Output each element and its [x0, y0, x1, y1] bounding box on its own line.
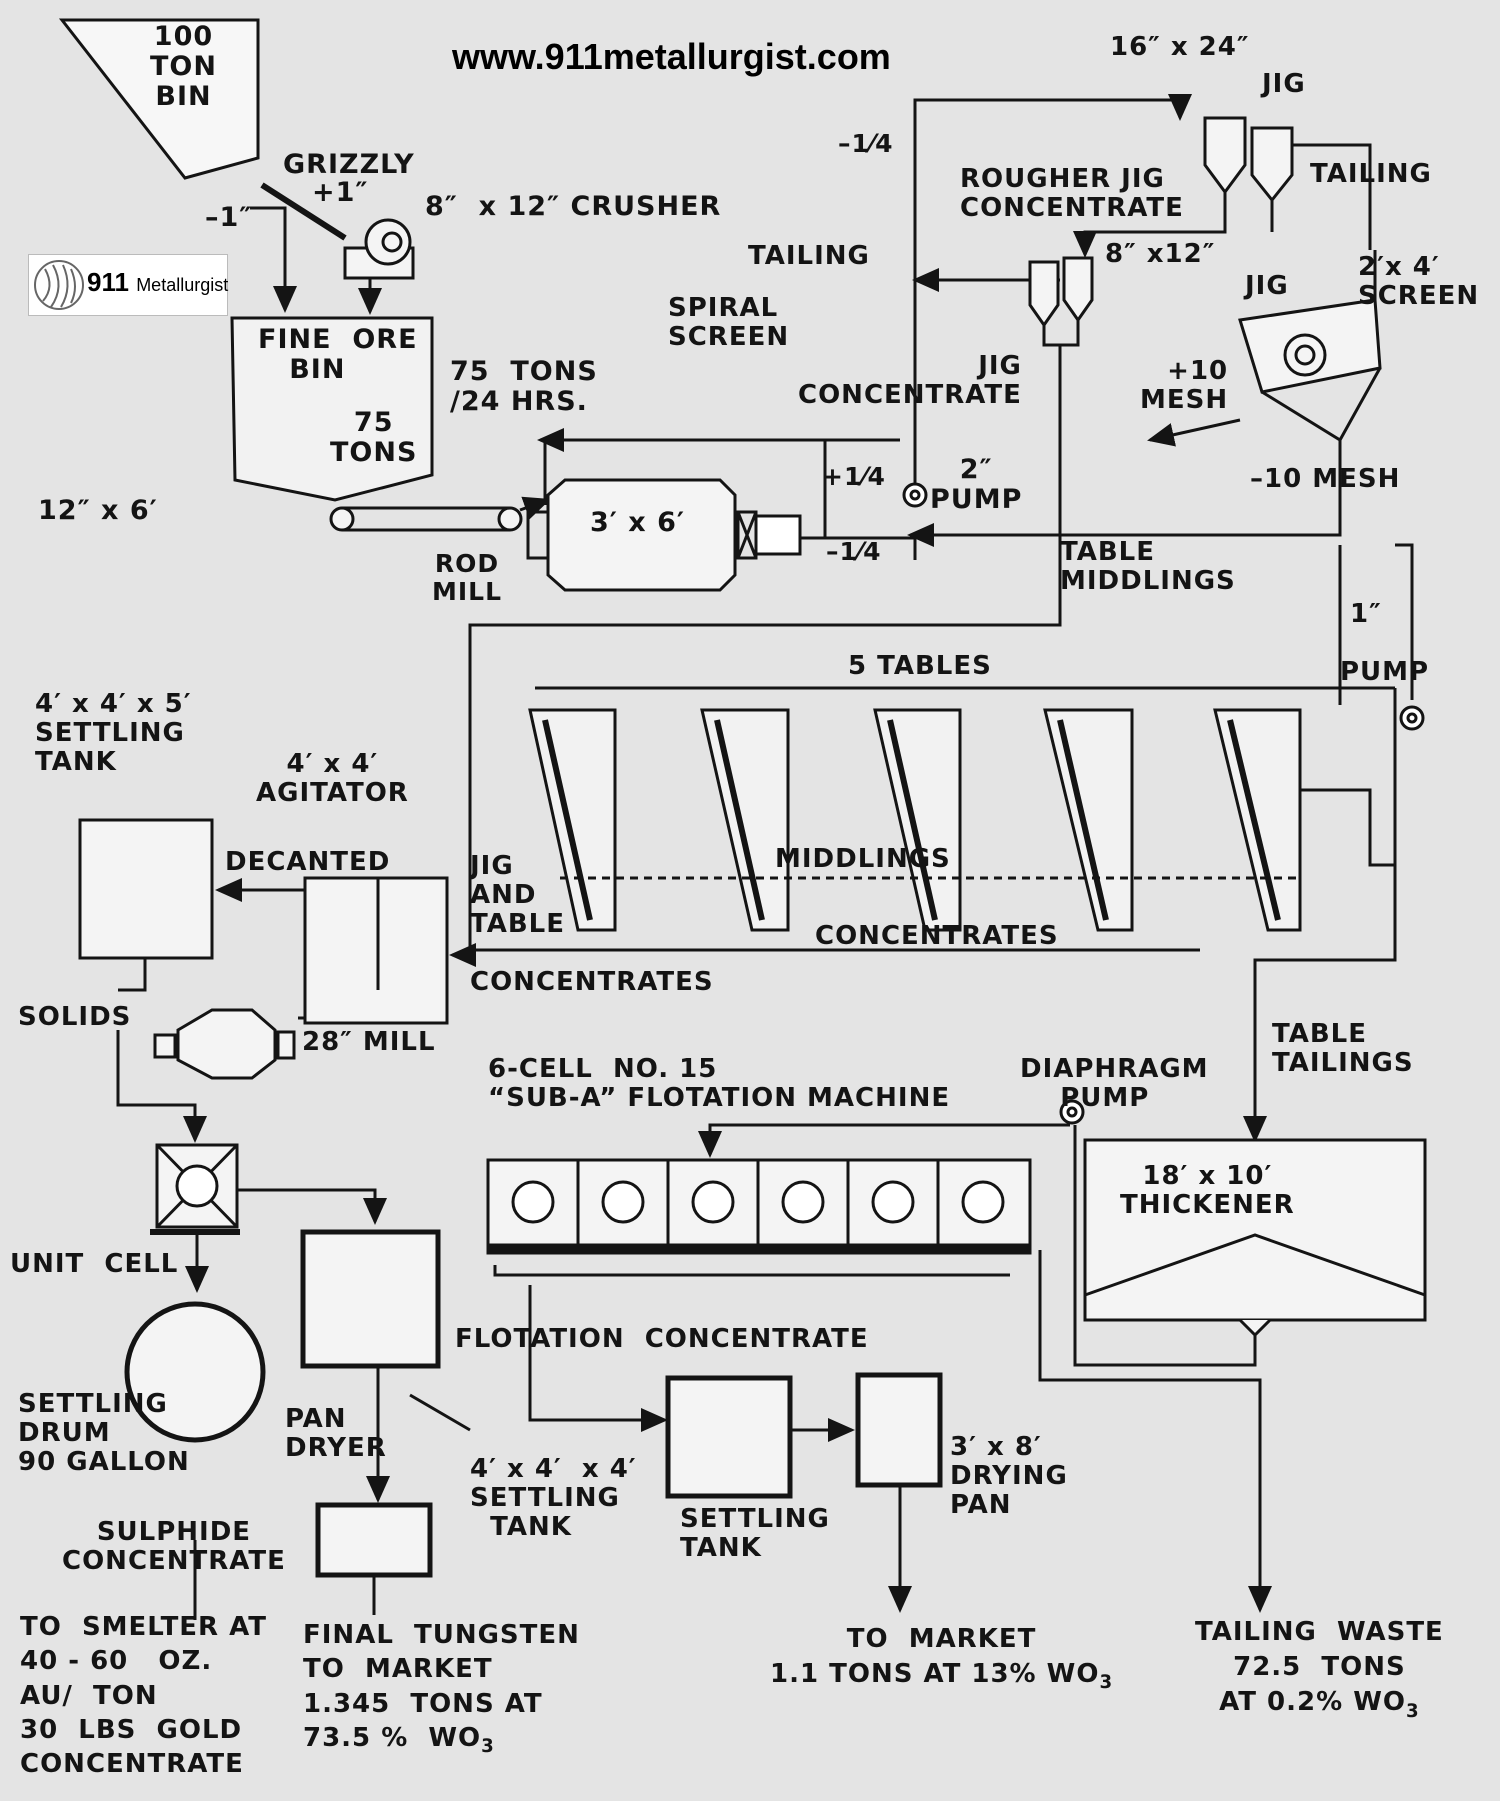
settling-tank-top	[78, 818, 214, 960]
brand-logo: 911 Metallurgist	[28, 254, 228, 316]
label-settling-drum: SETTLING DRUM 90 GALLON	[18, 1389, 190, 1478]
label-bin-100: 100 TON BIN	[150, 21, 217, 113]
label-mill-size: 3′ x 6′	[590, 507, 686, 538]
logo-name: Metallurgist	[136, 275, 229, 295]
unit-cell	[150, 1143, 240, 1235]
label-jig-concentrate: JIG CONCENTRATE	[798, 351, 1022, 411]
label-jig-table-concentrates: CONCENTRATES	[470, 967, 714, 997]
ball-mill-28	[153, 1008, 296, 1080]
logo-mark-icon	[34, 260, 84, 310]
label-settling-tank-top: 4′ x 4′ x 5′ SETTLING TANK	[35, 689, 192, 778]
fine-ore-bin	[230, 316, 434, 502]
label-to-smelter: TO SMELTER AT 40 - 60 OZ. AU/ TON 30 LBS…	[20, 1612, 267, 1780]
label-jig-top: JIG	[1262, 69, 1306, 99]
label-middlings: MIDDLINGS	[775, 844, 951, 874]
label-flotation-concentrate: FLOTATION CONCENTRATE	[455, 1324, 869, 1354]
pump-1-inch	[1399, 705, 1425, 731]
label-unit-cell: UNIT CELL	[10, 1249, 179, 1279]
label-settling-tank-444: 4′ x 4′ x 4′ SETTLING TANK	[470, 1454, 637, 1543]
label-settling-tank-low: SETTLING TANK	[680, 1504, 830, 1564]
label-pan-dryer: PAN DRYER	[285, 1404, 387, 1464]
label-plus-10-mesh: +10 MESH	[1140, 356, 1229, 416]
label-to-market: TO MARKET 1.1 TONS AT 13% WO	[770, 1624, 1100, 1690]
label-tailing-right: TAILING	[1310, 159, 1432, 189]
label-minus-quarter-mill: –1⁄4	[826, 537, 882, 566]
label-drying-pan: 3′ x 8′ DRYING PAN	[950, 1432, 1068, 1521]
rod-mill	[526, 478, 802, 592]
wo3-subscript-b: 3	[1099, 1672, 1114, 1694]
label-tailing-waste-block: TAILING WASTE 72.5 TONS AT 0.2% WO3	[1195, 1615, 1444, 1722]
diaphragm-pump	[1059, 1099, 1085, 1125]
cleaner-jig	[1028, 256, 1094, 328]
crusher	[343, 218, 415, 280]
logo-brand: 911	[87, 267, 129, 297]
label-diaphragm-pump: DIAPHRAGM PUMP	[1020, 1054, 1209, 1114]
label-mill-28: 28″ MILL	[302, 1027, 436, 1057]
label-fine-ore-tons: 75 TONS	[330, 407, 418, 469]
thickener	[1083, 1138, 1427, 1338]
label-plus-one: +1″	[312, 177, 369, 208]
label-jig-16x24: 16″ x 24″	[1110, 32, 1250, 62]
label-plus-quarter: +1⁄4	[822, 462, 886, 491]
label-minus-one: –1″	[205, 202, 253, 233]
ore-bin-100	[58, 18, 260, 180]
label-concentrates: CONCENTRATES	[815, 921, 1059, 951]
label-jig-and-table: JIG AND TABLE	[470, 851, 565, 940]
label-thickener: 18′ x 10′ THICKENER	[1120, 1161, 1295, 1221]
label-table-middlings: TABLE MIDDLINGS	[1060, 537, 1236, 597]
label-screen-2x4: 2′x 4′ SCREEN	[1358, 252, 1480, 312]
settling-drum	[124, 1301, 266, 1443]
label-spiral-screen: SPIRAL SCREEN	[668, 293, 790, 353]
wo3-subscript-a: 3	[481, 1736, 495, 1758]
pump-2-inch	[902, 482, 928, 508]
label-jig-8x12: 8″ x12″	[1105, 239, 1216, 269]
label-rate: 75 TONS /24 HRS.	[450, 356, 598, 418]
site-url[interactable]: www.911metallurgist.com	[452, 36, 891, 77]
label-size-12x6: 12″ x 6′	[38, 495, 158, 526]
label-final-tungsten: FINAL TUNGSTEN TO MARKET 1.345 TONS AT 7…	[303, 1620, 580, 1753]
label-tailing-left: TAILING	[748, 241, 870, 271]
label-minus-10-mesh: –10 MESH	[1250, 464, 1401, 494]
label-sulphide-concentrate: SULPHIDE CONCENTRATE	[62, 1517, 286, 1577]
flotation-machine	[486, 1158, 1032, 1255]
conveyor-belt	[329, 496, 551, 532]
label-rod-mill: ROD MILL	[432, 549, 503, 606]
label-five-tables: 5 TABLES	[848, 651, 992, 681]
label-flotation-machine: 6-CELL NO. 15 “SUB-A” FLOTATION MACHINE	[488, 1054, 951, 1114]
wo3-subscript-c: 3	[1406, 1700, 1420, 1722]
drying-pan	[855, 1372, 943, 1488]
label-crusher: 8″ x 12″ CRUSHER	[425, 191, 722, 222]
label-pump-1-name: PUMP	[1340, 657, 1430, 687]
label-fine-ore-bin: FINE ORE BIN	[258, 324, 418, 386]
label-table-tailings: TABLE TAILINGS	[1272, 1019, 1414, 1079]
settling-tank-low	[665, 1375, 793, 1499]
agitator	[303, 876, 449, 1025]
label-minus-quarter-top: –1⁄4	[838, 129, 894, 158]
settling-tank-444	[300, 1229, 441, 1369]
label-agitator: 4′ x 4′ AGITATOR	[256, 749, 409, 809]
label-to-market-block: TO MARKET 1.1 TONS AT 13% WO3	[770, 1622, 1114, 1694]
label-decanted: DECANTED	[225, 847, 391, 877]
rougher-jig	[1203, 116, 1294, 203]
grizzly	[260, 182, 347, 241]
label-pump-2: 2″ PUMP	[930, 454, 1023, 516]
label-tailing-waste: TAILING WASTE 72.5 TONS AT 0.2% WO	[1195, 1617, 1444, 1718]
screen-2x4	[1238, 298, 1382, 443]
label-pump-1: 1″	[1350, 599, 1382, 629]
label-rougher: ROUGHER JIG CONCENTRATE	[960, 164, 1184, 224]
pan-dryer	[315, 1502, 433, 1578]
label-final-tungsten-block: FINAL TUNGSTEN TO MARKET 1.345 TONS AT 7…	[303, 1618, 580, 1758]
label-grizzly: GRIZZLY	[283, 149, 415, 180]
tables	[528, 708, 1302, 932]
label-jig-mid: JIG	[1245, 271, 1289, 301]
label-solids: SOLIDS	[18, 1002, 132, 1032]
